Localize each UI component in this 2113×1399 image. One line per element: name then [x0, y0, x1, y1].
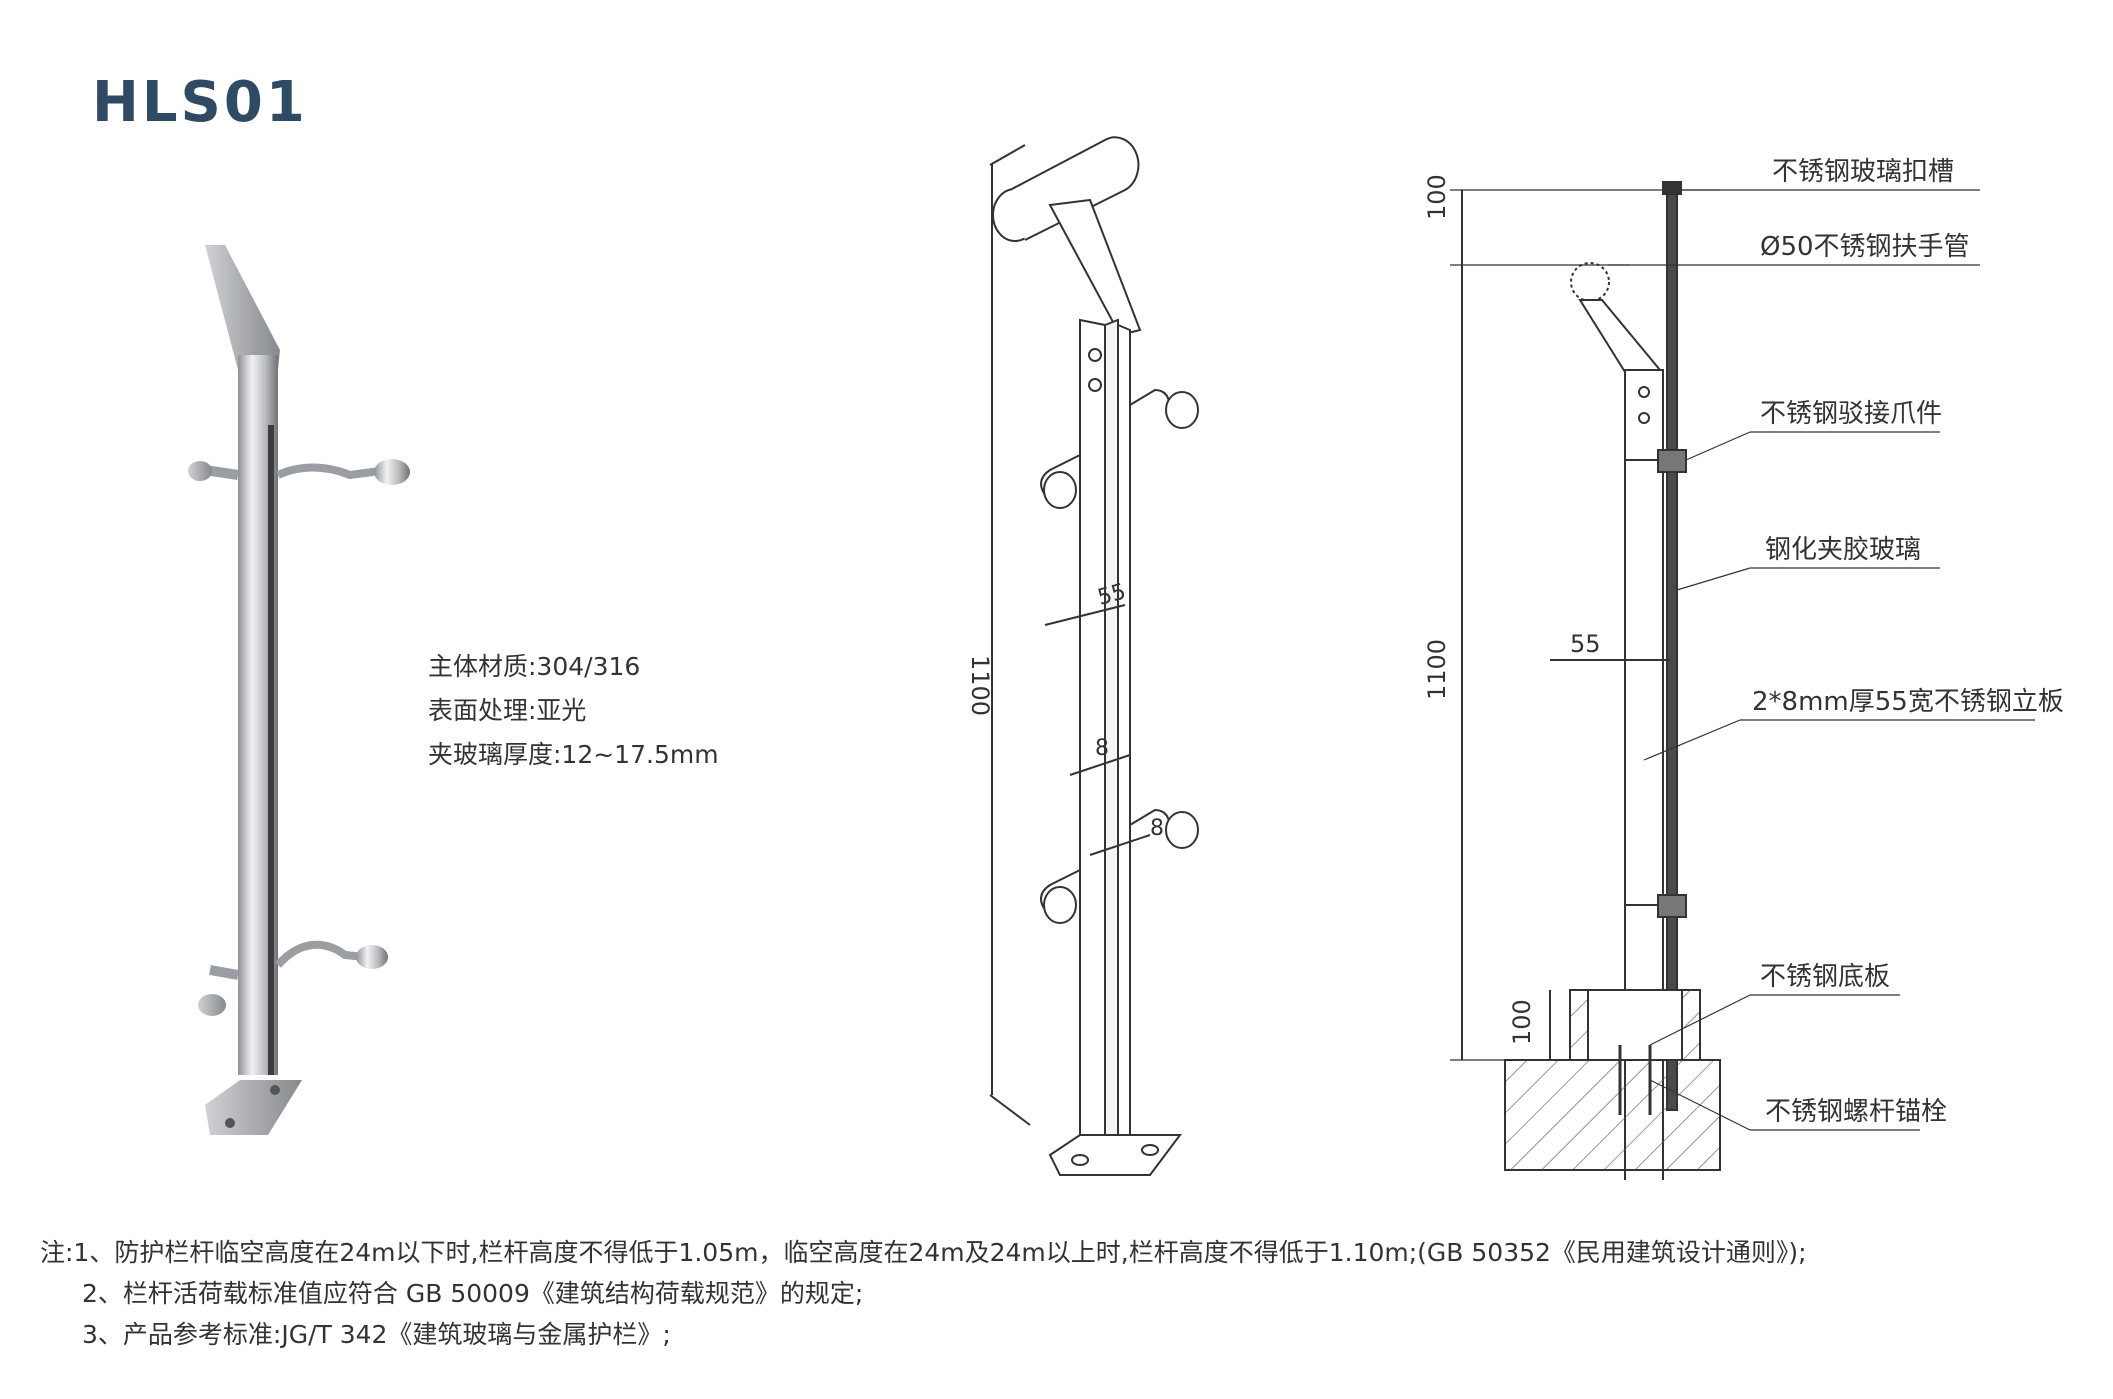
spec-glass-thickness: 夹玻璃厚度:12~17.5mm [428, 740, 719, 769]
sec-label-glass: 钢化夹胶玻璃 [1765, 535, 1921, 565]
sec-bolt-2 [1638, 412, 1650, 424]
iso-base-plate [1048, 1134, 1182, 1176]
sec-glass [1666, 189, 1678, 1111]
spec-list: 主体材质:304/316 表面处理:亚光 夹玻璃厚度:12~17.5mm [428, 645, 719, 777]
iso-clamp-upper-left [1043, 471, 1077, 509]
sec-handrail [1570, 262, 1610, 302]
sec-label-handrail: Ø50不锈钢扶手管 [1760, 232, 1970, 262]
sec-plinth [1569, 989, 1701, 1061]
sec-leader-6a [1649, 994, 1751, 1046]
sec-dim-top-text: 100 [1423, 174, 1451, 220]
iso-bolt-1 [1088, 348, 1102, 362]
sec-bracket [1578, 299, 1663, 374]
sec-label-claw: 不锈钢驳接爪件 [1760, 399, 1942, 429]
sec-label-base-plate: 不锈钢底板 [1760, 962, 1890, 992]
iso-dim-height-text: 1100 [966, 655, 994, 716]
iso-base-hole-1 [1071, 1154, 1089, 1166]
notes: 注:1、防护栏杆临空高度在24m以下时,栏杆高度不得低于1.05m，临空高度在2… [40, 1232, 1807, 1355]
photo-post-top [205, 245, 280, 370]
iso-handrail-tube [1009, 136, 1140, 241]
iso-clamp-upper-right [1165, 391, 1199, 429]
note-1: 注:1、防护栏杆临空高度在24m以下时,栏杆高度不得低于1.05m，临空高度在2… [40, 1238, 1807, 1267]
iso-claw-upper-right [1129, 388, 1171, 411]
product-title: HLS01 [92, 70, 308, 135]
iso-bolt-2 [1088, 378, 1102, 392]
iso-clamp-lower-left [1043, 886, 1077, 924]
iso-post-plate-2 [1117, 323, 1131, 1162]
spec-finish: 表面处理:亚光 [428, 696, 587, 725]
iso-base-hole-2 [1141, 1144, 1159, 1156]
isometric-drawing: 1100 55 8 8 [966, 136, 1199, 1176]
iso-bracket [1048, 198, 1142, 337]
sec-dim-base-text: 100 [1508, 999, 1536, 1045]
sec-clamp-upper [1657, 449, 1687, 473]
sec-leader-5a [1643, 719, 1741, 761]
sec-label-plate: 2*8mm厚55宽不锈钢立板 [1752, 687, 2064, 717]
sec-clamp-lower [1657, 894, 1687, 918]
sec-label-anchor: 不锈钢螺杆锚栓 [1765, 1097, 1947, 1127]
sec-plinth-left [1569, 989, 1589, 1061]
sec-label-glass-channel: 不锈钢玻璃扣槽 [1772, 157, 1954, 187]
photo-clamp-upper-right [374, 459, 410, 485]
sec-glass-cap [1662, 181, 1682, 195]
sec-dim-width-text: 55 [1570, 630, 1601, 658]
iso-dim-plate-a-text: 8 [1095, 736, 1109, 761]
sec-foundation [1504, 1059, 1721, 1171]
iso-dim-tick-bottom [989, 1094, 1031, 1126]
iso-dim-8b-line [1089, 834, 1151, 856]
photo-base-plate [205, 1080, 302, 1135]
note-3: 3、产品参考标准:JG/T 342《建筑玻璃与金属护栏》; [82, 1320, 671, 1349]
sec-leader-7a [1649, 1079, 1751, 1131]
product-photo [188, 245, 410, 1135]
iso-dim-8a-line [1069, 754, 1131, 776]
iso-clamp-lower-right [1165, 811, 1199, 849]
photo-glass-slot [268, 425, 274, 1075]
photo-clamp-lower-left [198, 994, 226, 1016]
photo-clamp-lower-right [356, 945, 388, 969]
spec-material: 主体材质:304/316 [428, 652, 641, 681]
iso-dim-plate-b-text: 8 [1150, 816, 1164, 841]
sec-leader-3a [1685, 431, 1751, 461]
sec-bolt-1 [1638, 386, 1650, 398]
iso-dim-tick-top [989, 144, 1026, 166]
note-2: 2、栏杆活荷载标准值应符合 GB 50009《建筑结构荷载规范》的规定; [82, 1279, 864, 1308]
photo-clamp-upper-left [188, 461, 212, 481]
section-drawing: 100 1100 55 100 不锈钢玻璃扣槽 Ø50不锈钢扶手管 不锈钢驳接爪… [1423, 157, 2064, 1180]
iso-dim-55-line [1044, 604, 1126, 626]
sec-dim-main-text: 1100 [1423, 639, 1451, 700]
sec-leader-4a [1676, 567, 1751, 591]
